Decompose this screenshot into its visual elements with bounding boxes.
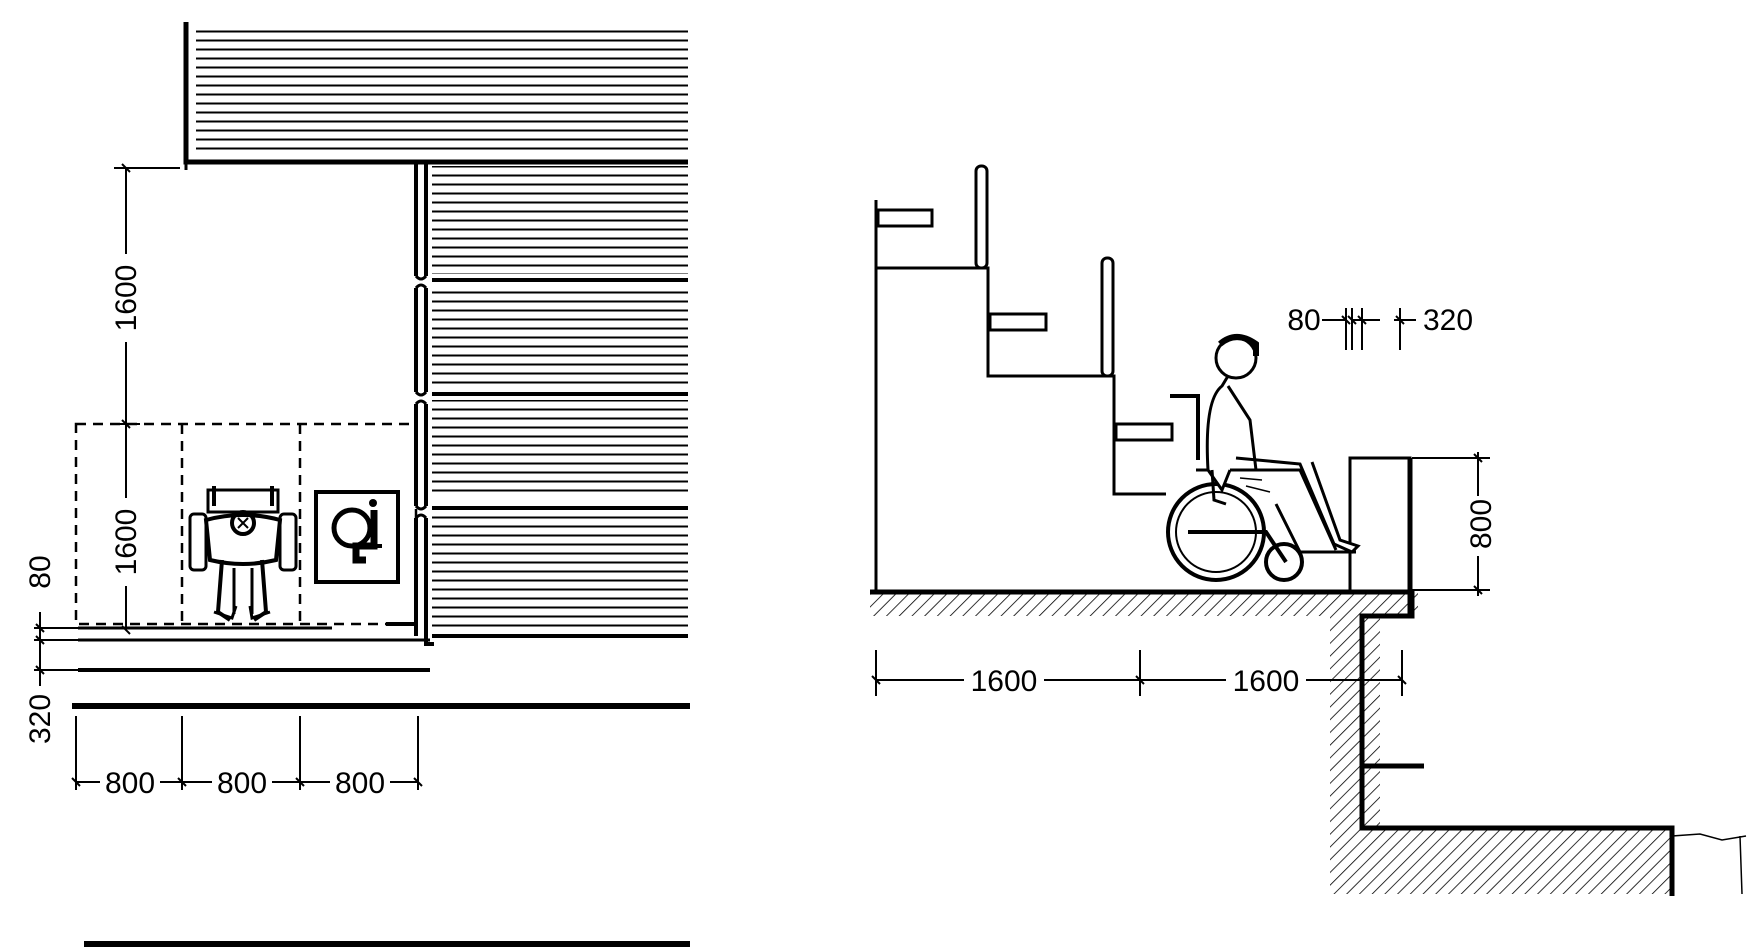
section-dim-1600-b: 1600 (1233, 665, 1300, 698)
plan-dim-320: 320 (24, 694, 57, 744)
plan-view: 1600 1600 80 320 800 800 800 (24, 22, 690, 947)
section-dim-800: 800 (1465, 499, 1498, 549)
section-step-nosing (1114, 422, 1174, 442)
section-dim-320: 320 (1423, 304, 1473, 337)
plan-seating-row-1 (196, 24, 688, 152)
wheelchair-user-top-view-icon (188, 486, 298, 622)
section-lower-edge (1671, 833, 1747, 895)
section-riser-post (1100, 256, 1115, 378)
plan-dim-lower-1600: 1600 (110, 509, 143, 576)
section-step-nosing (876, 208, 934, 228)
plan-railing (78, 626, 430, 642)
section-riser-post (974, 164, 989, 270)
section-floor-slab (870, 592, 1670, 894)
wheelchair-user-side-view-icon (1166, 334, 1361, 582)
accessibility-symbol-icon (314, 490, 400, 584)
plan-dim-800-b: 800 (217, 767, 267, 800)
section-dim-1600-a: 1600 (971, 665, 1038, 698)
section-dim-80: 80 (1287, 304, 1320, 337)
section-parapet (1348, 456, 1412, 590)
plan-seating-row-3 (432, 286, 688, 384)
plan-dim-800-c: 800 (335, 767, 385, 800)
plan-dim-800-a: 800 (105, 767, 155, 800)
plan-aisle-end-caps (414, 274, 428, 520)
wheelchair-space-zone (74, 422, 418, 626)
plan-dim-upper-1600: 1600 (110, 265, 143, 332)
section-step-profile (874, 200, 1166, 590)
section-view: 80 320 800 1600 1600 (870, 164, 1747, 896)
section-step-nosing (988, 312, 1048, 332)
plan-seating-row-5 (432, 514, 688, 632)
plan-dim-80: 80 (24, 555, 57, 588)
plan-seating-row-2 (432, 166, 688, 274)
plan-dimension-lines (34, 163, 423, 790)
plan-seating-row-4 (432, 400, 688, 498)
